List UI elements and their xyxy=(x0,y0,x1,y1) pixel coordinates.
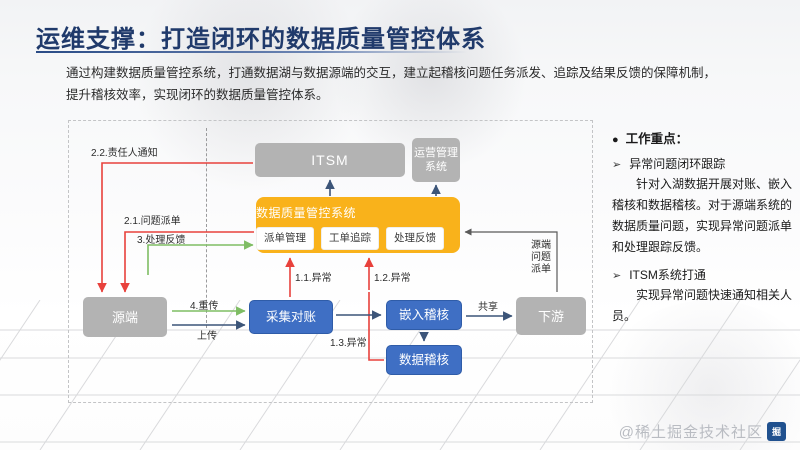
panel-item-1: ➢ 异常问题闭环跟踪 xyxy=(612,155,798,172)
diagram-box-data-quality-system[interactable]: 数据质量管控系统 派单管理 工单追踪 处理反馈 xyxy=(256,197,460,253)
panel-heading: ● 工作重点： xyxy=(612,128,798,147)
dq-chip-ticket-tracking[interactable]: 工单追踪 xyxy=(321,227,379,250)
title-underline xyxy=(36,51,468,53)
watermark: @稀土掘金技术社区 掘 xyxy=(619,421,786,442)
label-issue-dispatch: 2.1.问题派单 xyxy=(124,216,181,227)
box-label: 源端 xyxy=(111,309,138,325)
watermark-text: @稀土掘金技术社区 xyxy=(618,424,763,441)
panel-heading-label: 工作重点： xyxy=(625,132,689,146)
label-exception-1-2: 1.2.异常 xyxy=(374,273,411,284)
diagram-box-embedded-audit[interactable]: 嵌入稽核 xyxy=(386,300,462,330)
arrow-bullet-icon: ➢ xyxy=(612,270,622,282)
diagram-box-operations-system[interactable]: 运营管理系统 xyxy=(412,138,460,182)
label-exception-1-3: 1.3.异常 xyxy=(330,338,367,349)
page-subtitle: 通过构建数据质量管控系统，打通数据湖与数据源端的交互，建立起稽核问题任务派发、追… xyxy=(44,62,754,106)
label-share: 共享 xyxy=(478,302,498,313)
diagram-box-collection-reconciliation[interactable]: 采集对账 xyxy=(249,300,333,334)
box-label: 采集对账 xyxy=(265,309,316,324)
page-title: 运维支撑：打造闭环的数据质量管控体系 xyxy=(36,26,486,53)
box-label: 数据质量管控系统 xyxy=(256,206,357,220)
panel-item-1-body: 针对入湖数据开展对账、嵌入稽核和数据稽核。对于源端系统的数据质量问题，实现异常问… xyxy=(612,177,793,254)
panel-item-2-body: 实现异常问题快速通知相关人员。 xyxy=(612,288,793,323)
key-points-panel: ● 工作重点： ➢ 异常问题闭环跟踪 针对入湖数据开展对账、嵌入稽核和数据稽核。… xyxy=(612,128,798,327)
panel-item-title: ITSM系统打通 xyxy=(629,268,706,282)
watermark-badge-icon: 掘 xyxy=(767,422,786,441)
dq-chip-group: 派单管理 工单追踪 处理反馈 xyxy=(256,227,444,250)
diagram-box-data-audit[interactable]: 数据稽核 xyxy=(386,345,462,375)
diagram-box-downstream[interactable]: 下游 xyxy=(516,297,586,335)
panel-item-2: ➢ ITSM系统打通 xyxy=(612,266,798,283)
box-label: 运营管理系统 xyxy=(414,147,458,173)
arrow-bullet-icon: ➢ xyxy=(612,159,622,171)
subtitle-line-2: 提升稽核效率，实现闭环的数据质量管控体系。 xyxy=(66,88,329,102)
label-exception-1-1: 1.1.异常 xyxy=(295,273,332,284)
box-label: ITSM xyxy=(311,151,349,168)
dq-chip-dispatch[interactable]: 派单管理 xyxy=(256,227,314,250)
label-process-feedback: 3.处理反馈 xyxy=(137,235,186,246)
diagram-box-itsm[interactable]: ITSM xyxy=(255,143,405,177)
box-label: 嵌入稽核 xyxy=(398,307,449,322)
diagram-box-source[interactable]: 源端 xyxy=(83,297,167,337)
dq-chip-feedback[interactable]: 处理反馈 xyxy=(386,227,444,250)
diagram-frame xyxy=(68,120,593,403)
label-upload: 上传 xyxy=(197,331,217,342)
label-source-issue-dispatch: 源端问题派单 xyxy=(531,240,551,275)
panel-item-title: 异常问题闭环跟踪 xyxy=(629,157,726,171)
bullet-dot-icon: ● xyxy=(612,134,619,146)
box-label: 下游 xyxy=(537,308,564,324)
subtitle-line-1: 通过构建数据质量管控系统，打通数据湖与数据源端的交互，建立起稽核问题任务派发、追… xyxy=(66,66,717,80)
box-label: 数据稽核 xyxy=(398,352,449,367)
label-retransmit: 4.重传 xyxy=(190,301,219,312)
label-responsible-notify: 2.2.责任人通知 xyxy=(91,148,158,159)
